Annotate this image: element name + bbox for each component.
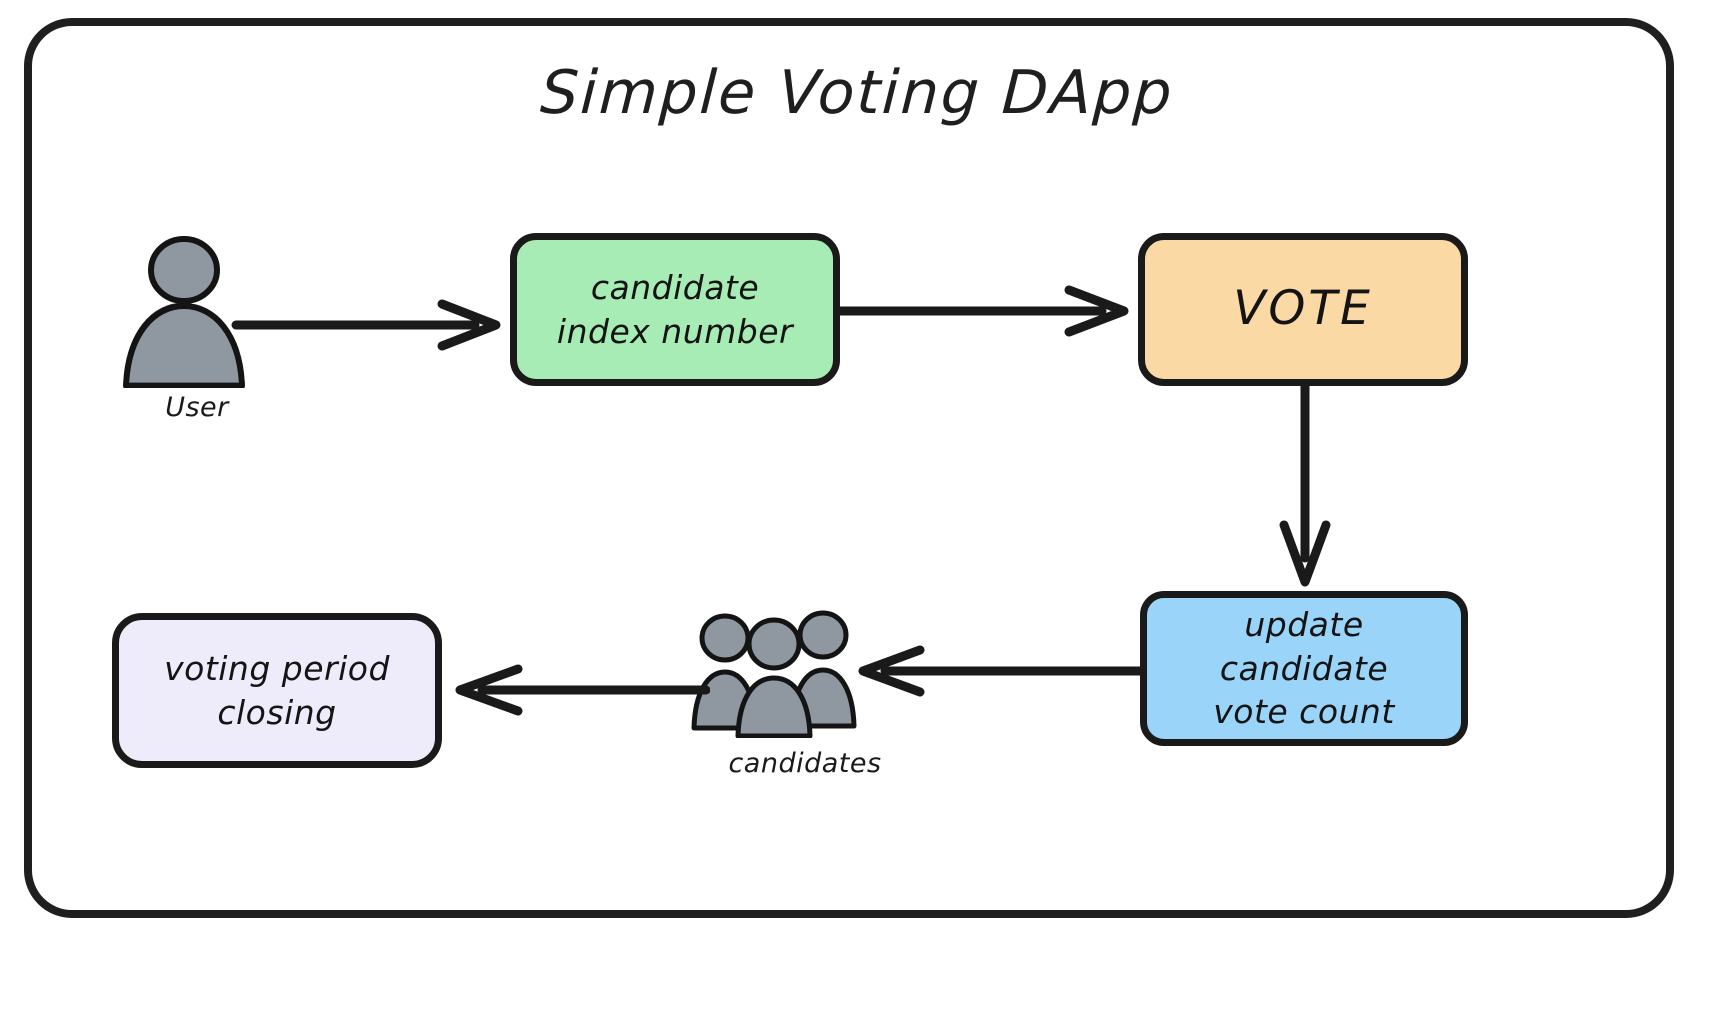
candidates-group-label: candidates	[728, 748, 882, 779]
node-update-count-line2: vote count	[1213, 692, 1395, 732]
arrow-user-to-candidate-index	[230, 292, 520, 362]
node-update-candidate-vote-count[interactable]: update candidate vote count	[1140, 591, 1468, 746]
node-candidate-index-number[interactable]: candidate index number	[510, 233, 840, 386]
diagram-title: Simple Voting DApp	[538, 58, 1176, 128]
node-voting-period-closing[interactable]: voting period closing	[112, 613, 442, 768]
node-candidate-index-line1: candidate	[590, 267, 760, 307]
user-actor-icon	[112, 228, 292, 389]
diagram-frame	[24, 18, 1674, 918]
node-vote[interactable]: VOTE	[1138, 233, 1468, 386]
candidates-group-icon	[690, 608, 860, 739]
arrow-candidates-to-voting-closing	[440, 657, 711, 727]
node-voting-closing-line2: closing	[217, 692, 337, 732]
node-voting-closing-line1: voting period	[164, 648, 390, 688]
arrow-candidate-index-to-vote	[835, 278, 1146, 348]
arrow-update-count-to-candidates	[845, 638, 1146, 708]
user-actor-label: User	[165, 392, 229, 423]
arrow-vote-to-update-count	[1272, 381, 1338, 601]
node-candidate-index-line2: index number	[556, 311, 794, 351]
node-update-count-line1: update candidate	[1219, 605, 1389, 688]
